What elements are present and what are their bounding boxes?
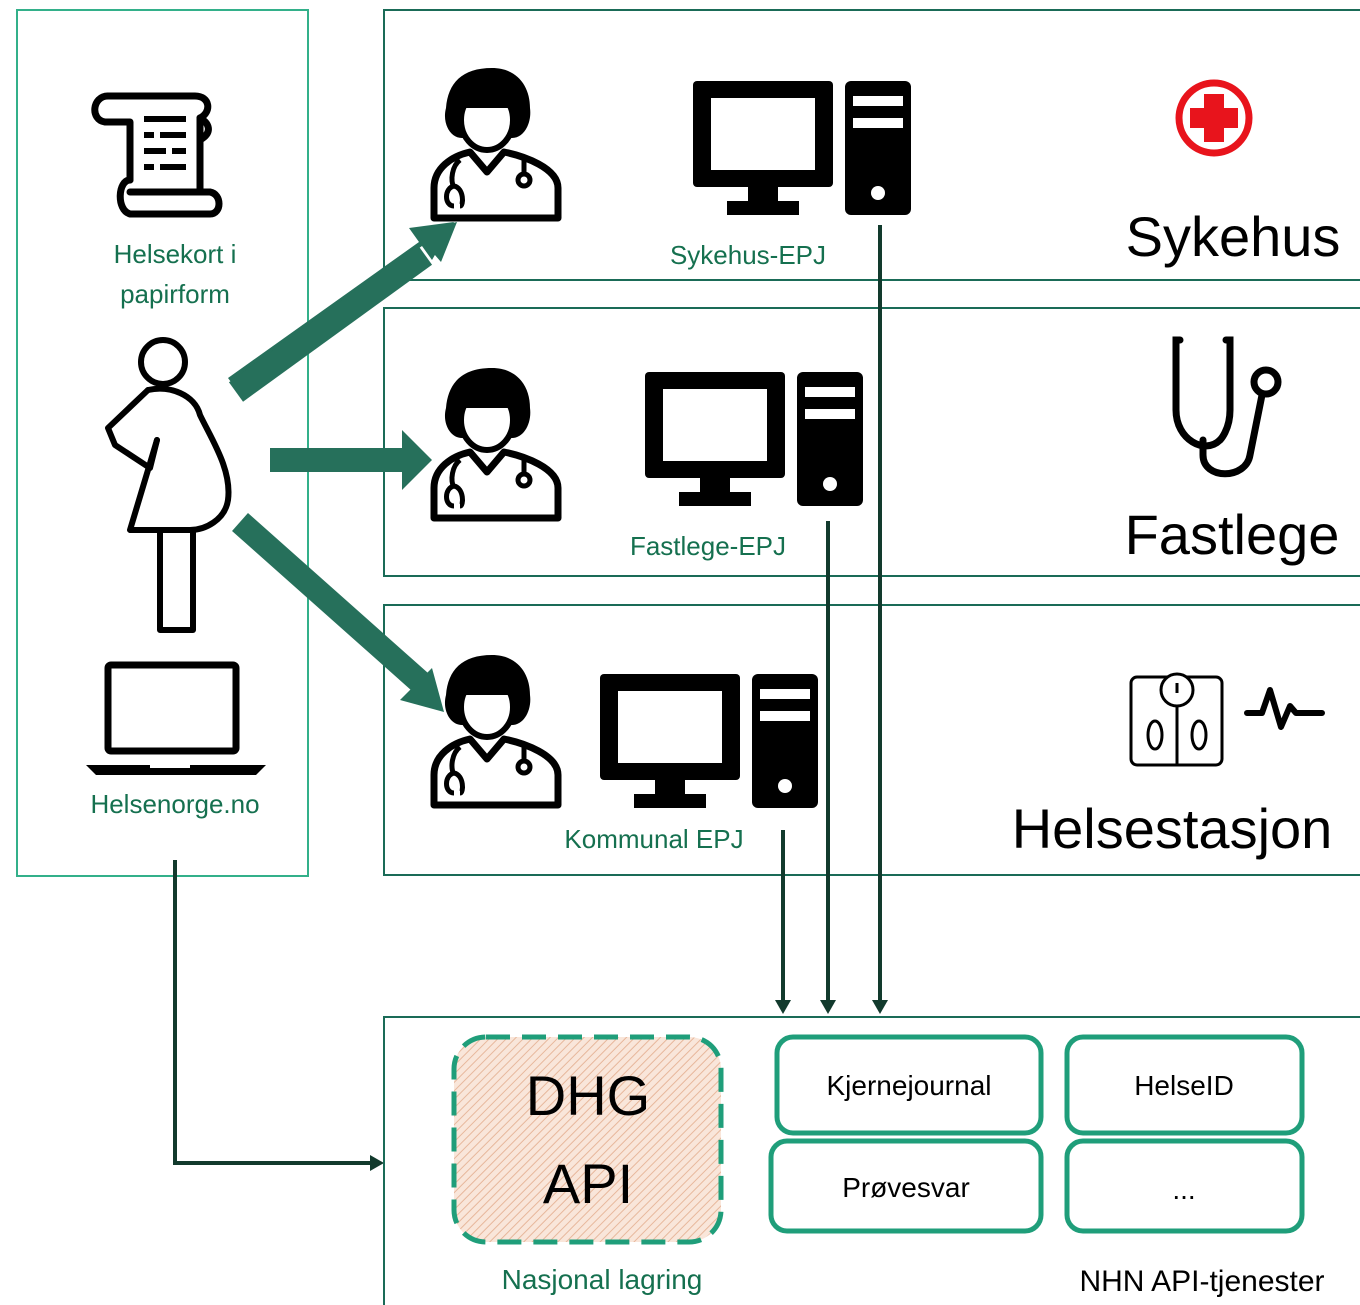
kommunal-epj-label: Kommunal EPJ — [564, 824, 743, 854]
computer-icon-helsestasjon — [600, 674, 818, 808]
service-kjernejournal[interactable] — [774, 1034, 1044, 1136]
red-cross-icon — [1175, 79, 1253, 157]
scroll-lines — [144, 116, 186, 170]
service-provesvar-label: Prøvesvar — [842, 1172, 970, 1203]
computer-icon-sykehus — [693, 81, 911, 215]
sykehus-epj-label: Sykehus-EPJ — [670, 240, 826, 270]
scroll-document-icon — [91, 92, 223, 218]
service-more[interactable] — [1064, 1138, 1305, 1234]
paper-card-label-line2: papirform — [120, 279, 230, 309]
helsenorge-arrowhead — [370, 1155, 384, 1171]
paper-card-label-line1: Helsekort i — [114, 239, 237, 269]
scale-and-heartbeat-icon — [1129, 672, 1325, 767]
national-services-box — [383, 1016, 1360, 1305]
dhg-api-box[interactable] — [451, 1034, 724, 1245]
helsestasjon-title: Helsestasjon — [1012, 797, 1333, 860]
patient-to-helsestasjon-arrow — [232, 513, 444, 712]
sykehus-title: Sykehus — [1126, 205, 1341, 268]
portal-label: Helsenorge.no — [90, 789, 259, 819]
doctor-icon-helsestasjon — [430, 655, 562, 809]
laptop-icon — [86, 661, 266, 775]
dhg-line2: API — [543, 1152, 633, 1215]
service-provesvar[interactable] — [768, 1138, 1044, 1234]
sykehus-epj-arrowhead — [872, 1000, 888, 1014]
computer-icon-fastlege — [645, 372, 863, 506]
fastlege-epj-arrowhead — [820, 1000, 836, 1014]
nhn-services-label: NHN API-tjenester — [1079, 1265, 1324, 1298]
service-kjernejournal-label: Kjernejournal — [827, 1070, 992, 1101]
service-more-label: ... — [1172, 1174, 1195, 1205]
patient-panel — [16, 9, 309, 877]
doctor-icon-sykehus — [430, 68, 562, 222]
fastlege-epj-label: Fastlege-EPJ — [630, 531, 786, 561]
patient-to-fastlege-arrow — [270, 430, 432, 490]
dhg-line1: DHG — [526, 1064, 650, 1127]
service-helseid-label: HelseID — [1134, 1070, 1234, 1101]
stethoscope-icon — [1172, 336, 1282, 478]
patient-to-sykehus-arrow — [228, 222, 457, 402]
fastlege-title: Fastlege — [1125, 503, 1340, 566]
pregnant-woman-icon — [105, 337, 232, 633]
service-helseid[interactable] — [1064, 1034, 1305, 1136]
doctor-icon-fastlege — [430, 368, 562, 522]
national-storage-label: Nasjonal lagring — [502, 1264, 703, 1295]
helsenorge-connector — [173, 860, 372, 1165]
kommunal-epj-arrowhead — [775, 1000, 791, 1014]
